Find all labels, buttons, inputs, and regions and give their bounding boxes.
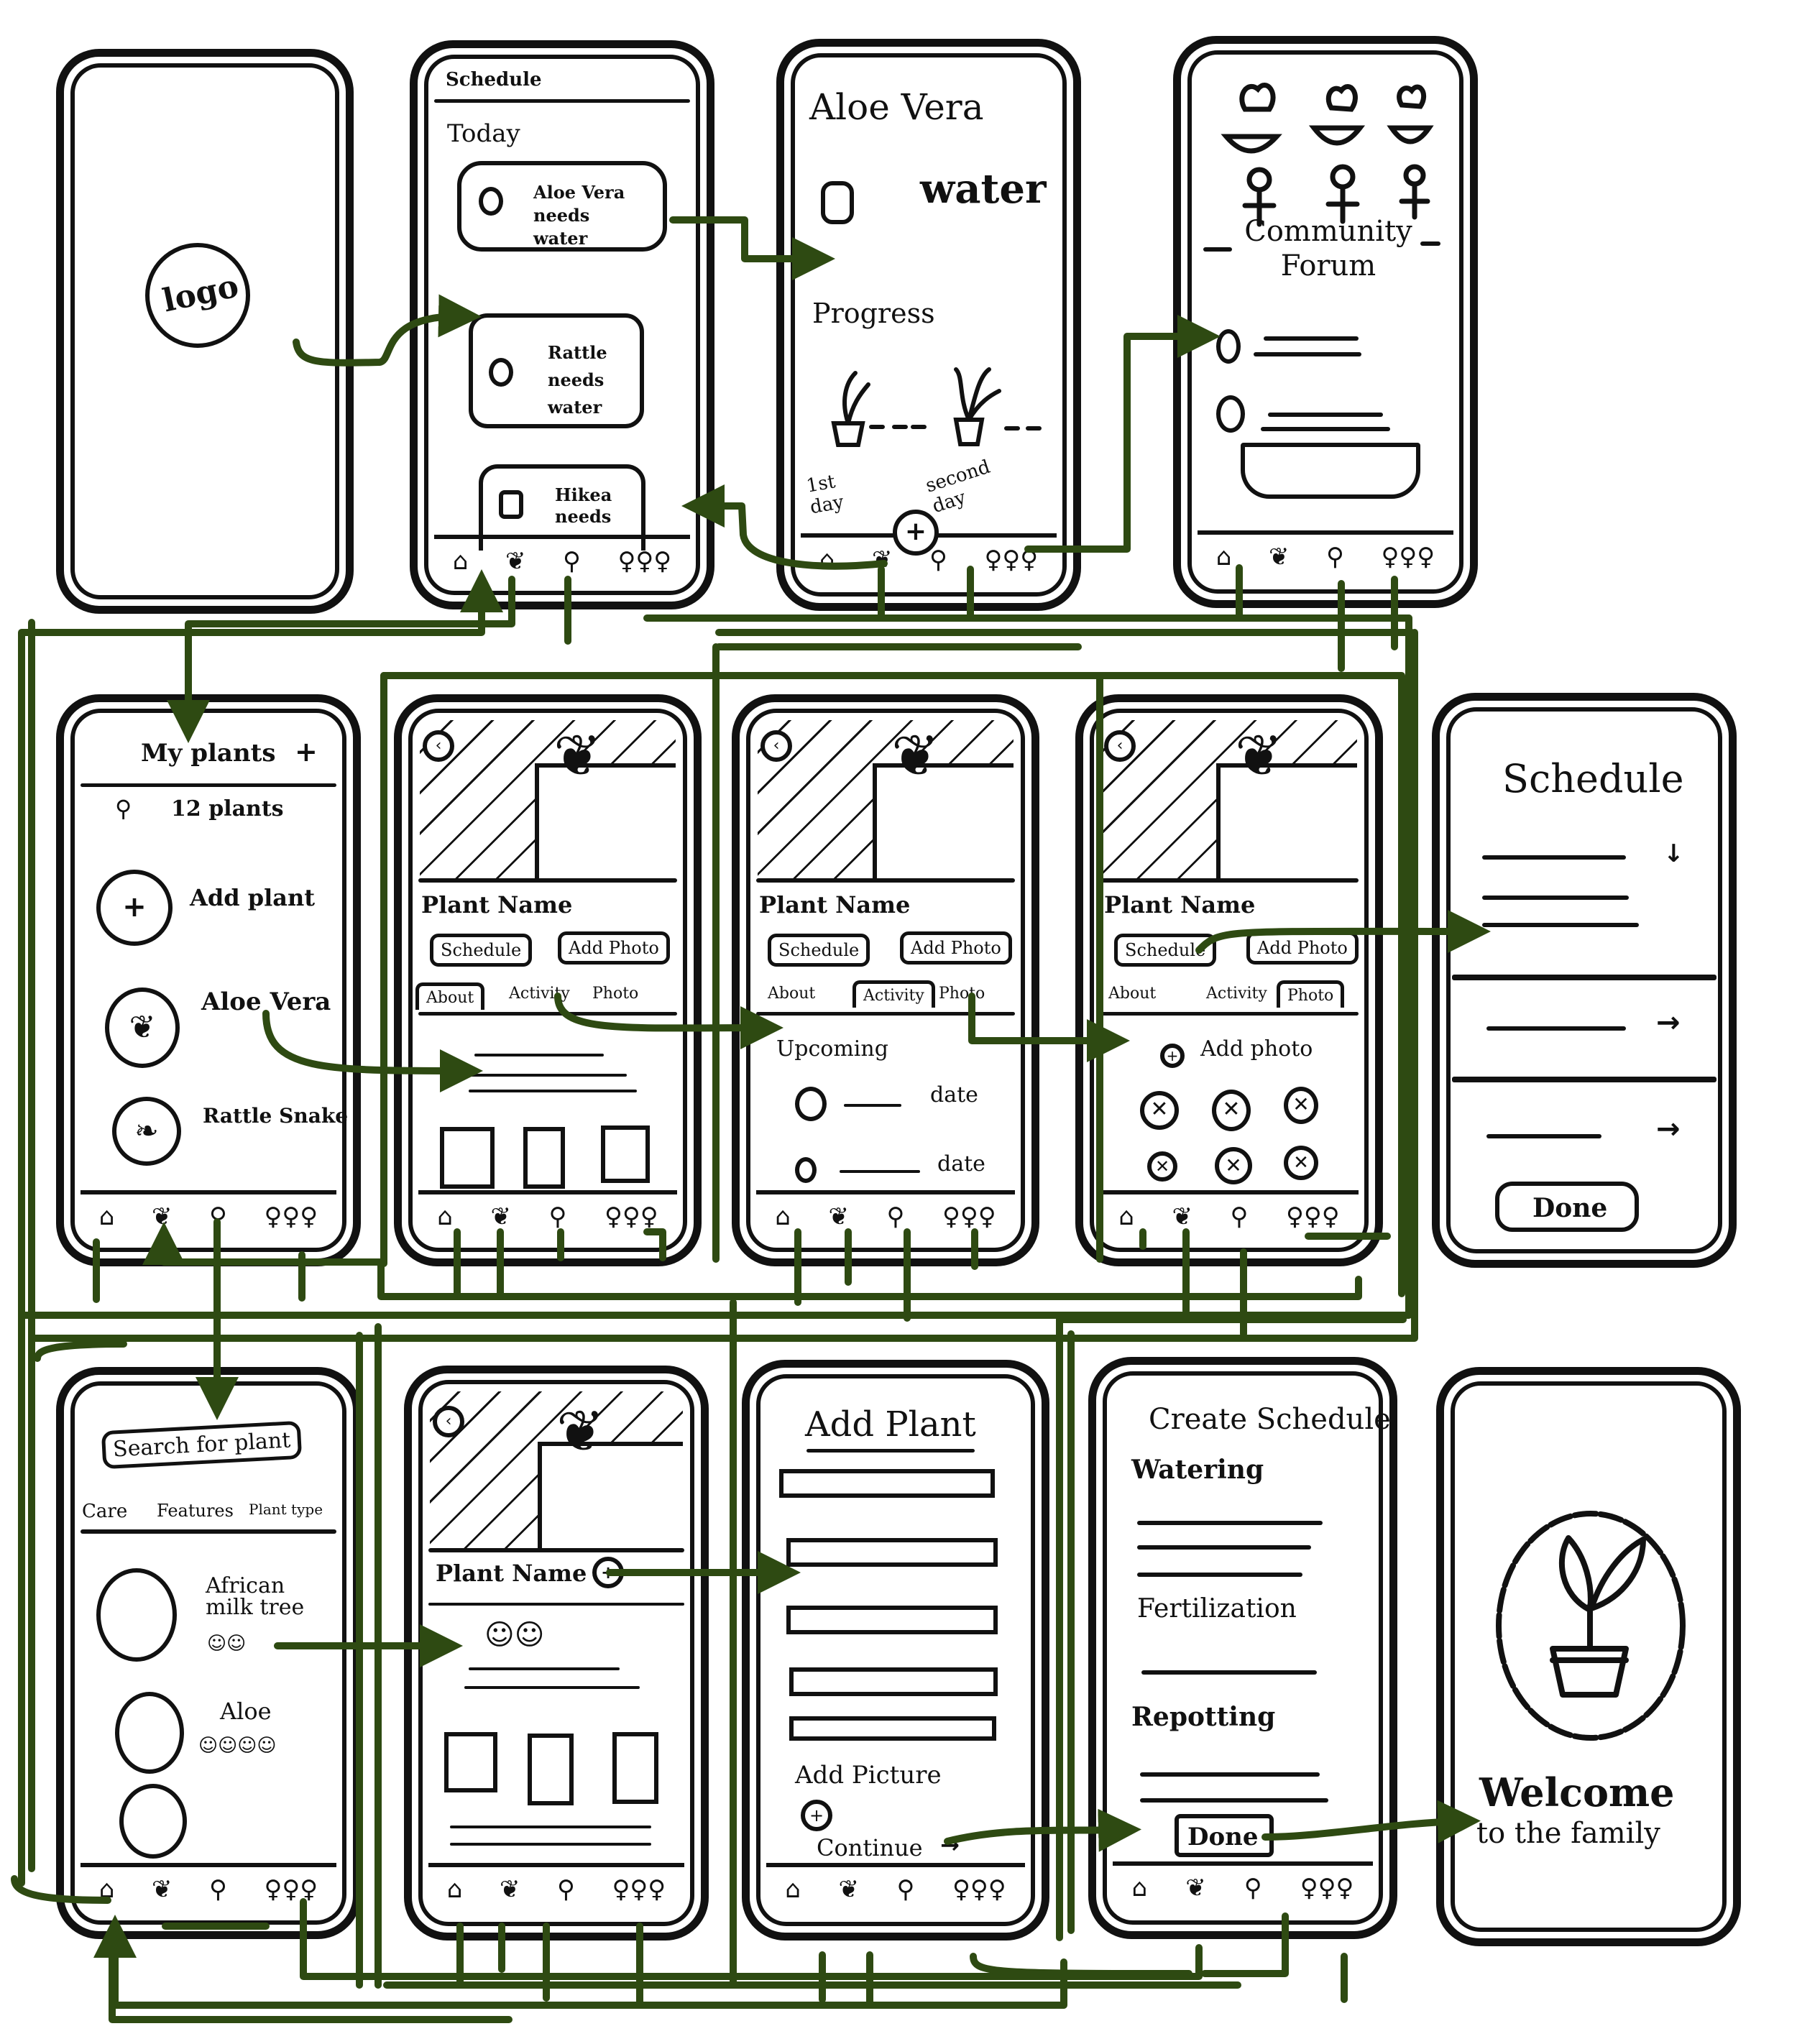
flow-line bbox=[14, 1879, 108, 1900]
flow-arrow bbox=[673, 220, 817, 259]
flow-arrow bbox=[558, 996, 765, 1028]
flow-line bbox=[1100, 676, 1402, 1294]
plus-icon: + bbox=[897, 514, 934, 550]
flow-arrow bbox=[1199, 931, 1472, 950]
flow-arrow bbox=[1265, 1821, 1462, 1837]
flow-line bbox=[1205, 1916, 1285, 1974]
flow-arrow bbox=[972, 996, 1111, 1041]
add-progress-button[interactable]: + bbox=[893, 510, 939, 556]
flow-arrow bbox=[115, 1933, 1064, 2005]
flow-line bbox=[647, 1232, 663, 1258]
flow-arrow bbox=[1028, 336, 1202, 549]
flow-arrow bbox=[266, 1013, 464, 1071]
flow-line bbox=[37, 1344, 124, 1358]
flow-arrow bbox=[296, 316, 463, 363]
flow-line bbox=[973, 1956, 1189, 1974]
flow-arrow bbox=[164, 1240, 1359, 1297]
flow-line bbox=[32, 632, 1415, 1338]
flow-arrow bbox=[700, 506, 884, 566]
flow-arrow bbox=[22, 588, 482, 1883]
flow-arrow bbox=[188, 579, 512, 724]
flow-arrow bbox=[947, 1830, 1123, 1841]
